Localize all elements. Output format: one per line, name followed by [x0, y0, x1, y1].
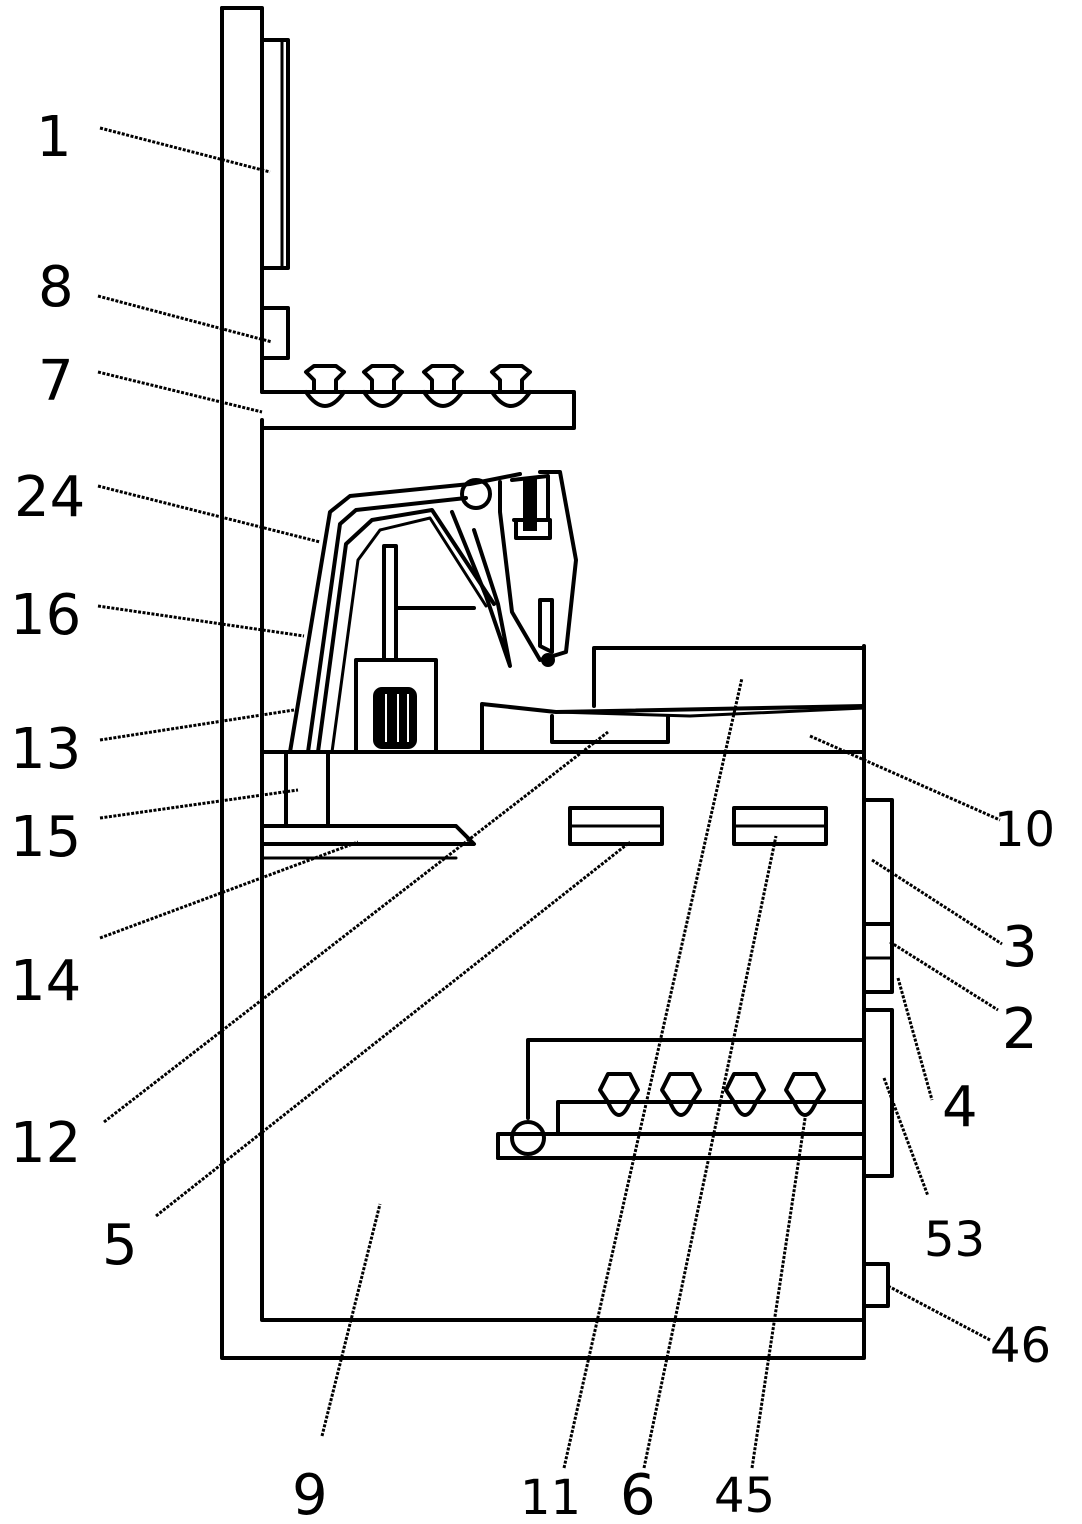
label-5: 5 [102, 1213, 138, 1278]
label-7: 7 [38, 349, 74, 414]
part-11-box [594, 648, 864, 706]
label-2: 2 [1002, 997, 1038, 1062]
nozzle-row-top [306, 366, 530, 406]
part-10-plate [482, 704, 864, 752]
nozzle-row-bottom [600, 1074, 824, 1115]
label-1: 1 [36, 105, 72, 170]
part-8-block [262, 308, 288, 358]
part-3-panel [864, 800, 892, 924]
part-5-slot [570, 808, 662, 844]
label-3: 3 [1002, 915, 1038, 980]
label-16: 16 [10, 583, 81, 648]
part-6-slot [734, 808, 826, 844]
label-53: 53 [924, 1212, 985, 1268]
part-labels: 1 8 7 24 16 13 15 14 12 5 9 11 6 45 10 3… [10, 105, 1055, 1524]
label-46: 46 [990, 1318, 1051, 1374]
part-2-block [864, 924, 892, 992]
label-8: 8 [38, 255, 74, 320]
label-12: 12 [10, 1111, 81, 1176]
label-4: 4 [942, 1075, 978, 1140]
label-24: 24 [14, 465, 85, 530]
part-45-manifold [498, 1040, 864, 1158]
label-45: 45 [714, 1468, 775, 1524]
label-13: 13 [10, 717, 81, 782]
label-15: 15 [10, 805, 81, 870]
part-1-panel [262, 40, 288, 268]
part-15-compartment [262, 752, 474, 858]
label-11: 11 [520, 1470, 581, 1524]
label-14: 14 [10, 949, 81, 1014]
motor-unit [356, 546, 474, 752]
label-9: 9 [292, 1463, 328, 1524]
deck [262, 646, 864, 1320]
part-53-panel [864, 1010, 892, 1176]
label-6: 6 [620, 1463, 656, 1524]
part-46-block [864, 1264, 888, 1306]
part-12-tray [552, 716, 668, 742]
part-7-shelf [262, 366, 574, 428]
label-10: 10 [994, 802, 1055, 858]
